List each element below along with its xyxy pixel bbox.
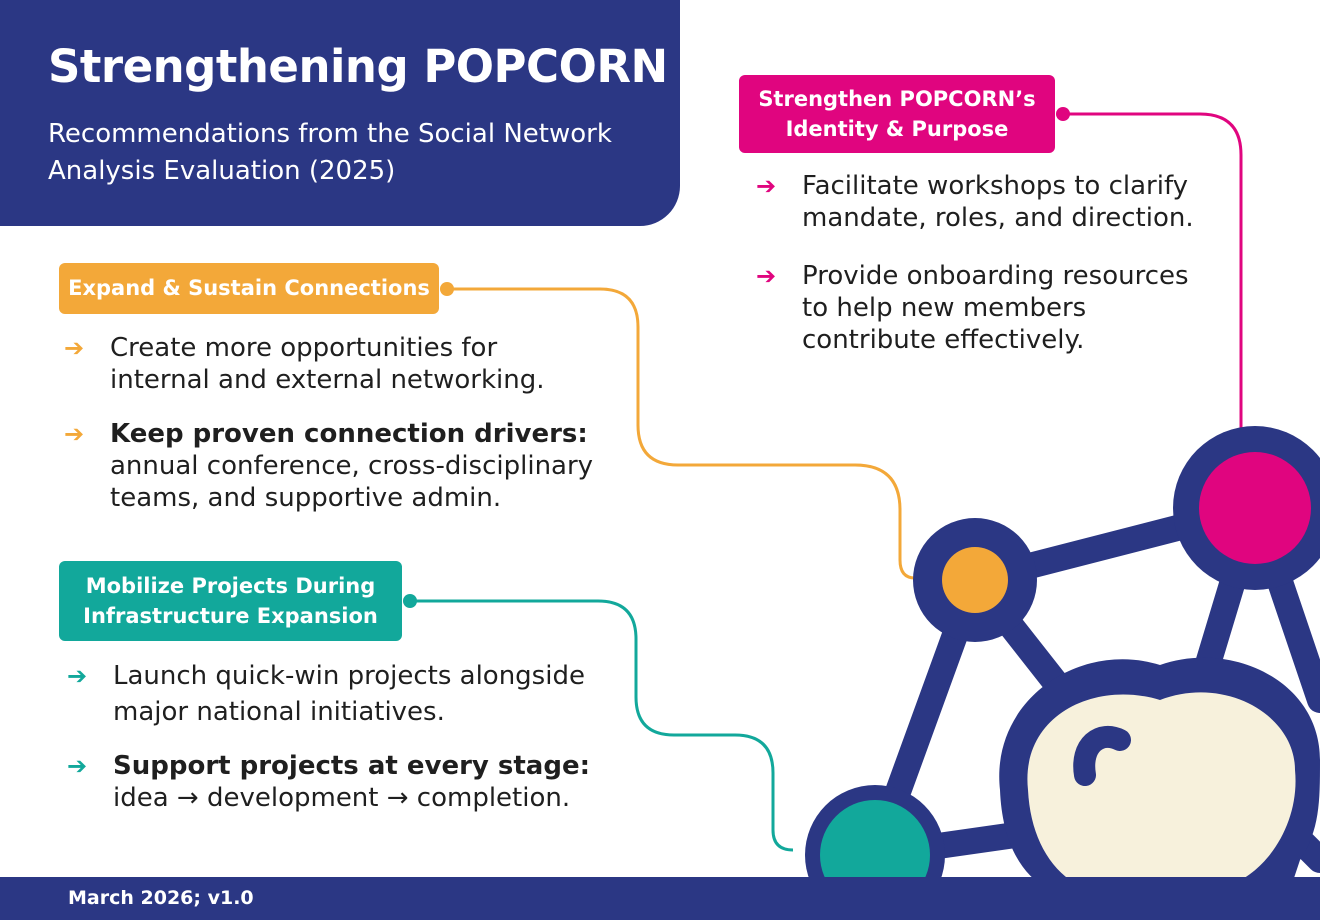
bullet-mobilize-1: ➔ Launch quick-win projects alongside ma… xyxy=(67,658,603,730)
connector-line-identity xyxy=(1063,112,1243,440)
bullet-bold-lead: Keep proven connection drivers: xyxy=(110,419,588,449)
bullet-text: annual conference, cross-disciplinary te… xyxy=(110,451,594,513)
badge-label-line1: Strengthen POPCORN’s xyxy=(758,87,1036,111)
badge-mobilize-projects: Mobilize Projects During Infrastructure … xyxy=(59,561,402,641)
badge-label-line1: Mobilize Projects During xyxy=(85,574,376,598)
bullet-mobilize-2: ➔ Support projects at every stage: idea … xyxy=(67,750,603,814)
bullet-expand-2: ➔ Keep proven connection drivers: annual… xyxy=(64,418,610,514)
badge-label-line2: Infrastructure Expansion xyxy=(83,604,378,628)
bullet-bold-lead: Support projects at every stage: xyxy=(113,751,590,781)
connector-dot-identity xyxy=(1056,107,1070,121)
page-subtitle: Recommendations from the Social Network … xyxy=(48,119,612,186)
bullet-text: Provide onboarding resources to help new… xyxy=(802,261,1189,355)
badge-label: Expand & Sustain Connections xyxy=(68,276,430,300)
footer-bar xyxy=(0,877,1320,920)
badge-expand-connections: Expand & Sustain Connections xyxy=(59,263,439,314)
bullet-text: idea → development → completion. xyxy=(113,783,571,813)
connector-dot-expand xyxy=(440,282,454,296)
header-panel xyxy=(0,0,680,226)
arrow-right-icon: ➔ xyxy=(64,334,85,362)
bullet-text: Facilitate workshops to clarify mandate,… xyxy=(802,171,1194,233)
connector-dot-mobilize xyxy=(403,594,417,608)
page-title: Strengthening POPCORN xyxy=(48,40,668,93)
arrow-right-icon: ➔ xyxy=(756,172,777,200)
bullet-text: Create more opportunities for internal a… xyxy=(110,333,545,395)
popcorn-kernel-icon xyxy=(999,657,1320,914)
arrow-right-icon: ➔ xyxy=(756,262,777,290)
connector-line-mobilize xyxy=(410,599,794,852)
arrow-right-icon: ➔ xyxy=(67,752,88,780)
bullet-identity-2: ➔ Provide onboarding resources to help n… xyxy=(756,260,1222,356)
arrow-right-icon: ➔ xyxy=(67,662,88,690)
arrow-right-icon: ➔ xyxy=(64,420,85,448)
bullet-identity-1: ➔ Facilitate workshops to clarify mandat… xyxy=(756,170,1222,234)
connector-line-expand xyxy=(447,287,916,580)
bullet-text: Launch quick-win projects alongside majo… xyxy=(113,661,585,727)
badge-identity-purpose: Strengthen POPCORN’s Identity & Purpose xyxy=(739,75,1055,153)
footer-version-date: March 2026; v1.0 xyxy=(68,887,254,909)
badge-label-line2: Identity & Purpose xyxy=(785,117,1009,141)
bullet-expand-1: ➔ Create more opportunities for internal… xyxy=(64,332,570,396)
